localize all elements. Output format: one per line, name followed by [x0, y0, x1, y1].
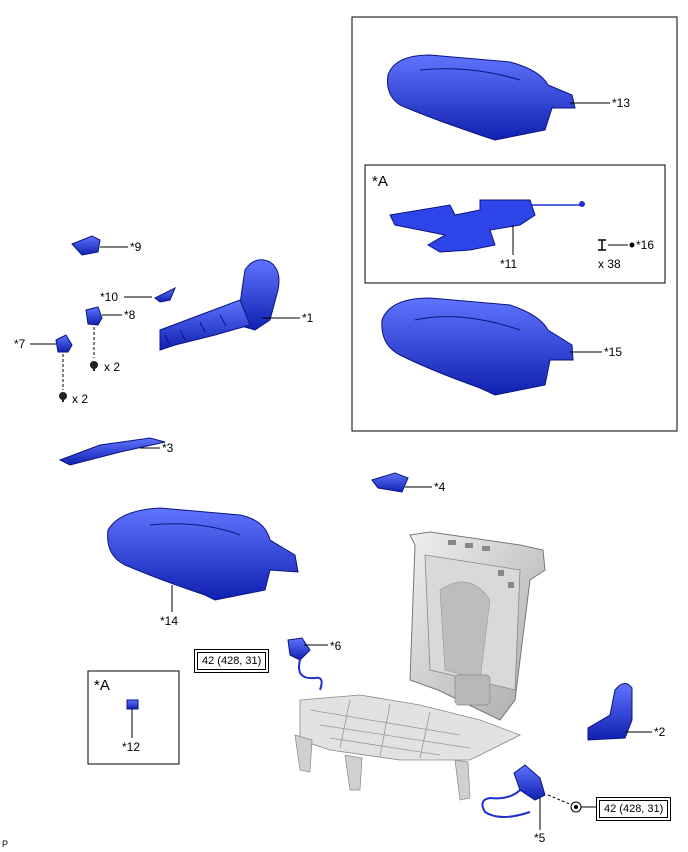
callout-3: *3 [162, 441, 174, 455]
part-2-side-cover [587, 683, 633, 741]
part-15-seat-cushion [381, 297, 574, 396]
part-12-connector [126, 699, 139, 710]
part-4-cover [371, 472, 409, 493]
part-11-seat-heater [389, 199, 585, 253]
part-10-cover [154, 286, 176, 303]
page-marker: P [2, 839, 9, 849]
callout-11: *11 [500, 257, 518, 271]
clip-icon [598, 239, 606, 251]
callout-12: *12 [122, 740, 141, 754]
callout-1: *1 [302, 311, 314, 325]
seat-frame [294, 531, 546, 801]
screw-icon [90, 361, 98, 371]
torque-spec-value: 42 (428, 31) [599, 800, 669, 819]
part-1-side-cover [159, 259, 280, 351]
callout-4: *4 [434, 480, 446, 494]
screw-icon [59, 392, 67, 402]
inset-label-a: *A [372, 173, 388, 190]
callout-15: *15 [604, 345, 623, 359]
part-3-trim [58, 437, 166, 466]
clip-quantity: x 38 [598, 257, 621, 271]
callout-10: *10 [100, 290, 119, 304]
screw-quantity: x 2 [72, 392, 89, 406]
callout-6: *6 [330, 639, 342, 653]
bolt-icon [570, 801, 582, 813]
part-6-harness [287, 637, 323, 691]
part-9-cover [71, 235, 101, 256]
inset-frame-a-top [364, 164, 666, 284]
torque-spec-box: 42 (428, 31) [194, 649, 270, 674]
callout-9: *9 [130, 240, 142, 254]
callout-5: *5 [534, 831, 546, 845]
callout-7: *7 [14, 337, 26, 351]
callout-13: *13 [612, 96, 631, 110]
part-13-seat-cushion [387, 54, 576, 141]
callout-8: *8 [124, 308, 136, 322]
callout-16: *16 [636, 238, 655, 252]
part-14-seat-cushion [107, 507, 299, 601]
torque-spec-value: 42 (428, 31) [197, 652, 267, 671]
part-7-bracket [55, 334, 73, 353]
callout-2: *2 [654, 725, 666, 739]
torque-spec-box: 42 (428, 31) [596, 797, 672, 822]
part-8-bracket [85, 306, 103, 326]
part-5-harness [481, 764, 546, 818]
inset-frame-a-bottom [87, 670, 180, 765]
inset-label-a: *A [94, 677, 110, 694]
inset-frame-right [351, 16, 678, 432]
callout-14: *14 [160, 614, 179, 628]
screw-quantity: x 2 [104, 360, 121, 374]
